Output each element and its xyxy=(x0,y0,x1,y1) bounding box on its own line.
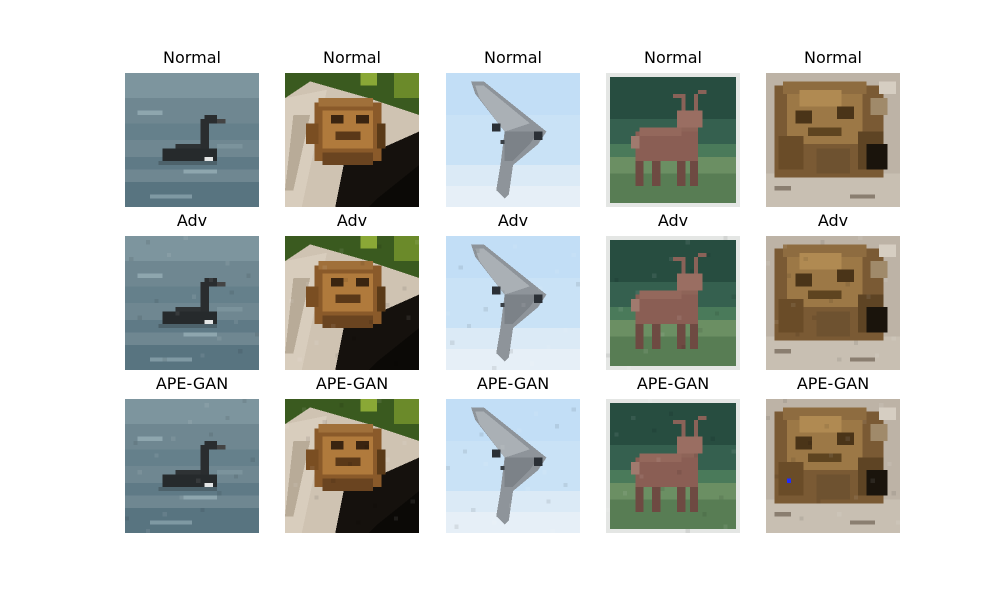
grid-cell-normal-frog-log: Normal xyxy=(285,47,419,207)
grid-cell-ape-gan-deer: APE-GAN xyxy=(606,373,740,533)
bird-image xyxy=(125,73,259,207)
grid-cell-adv-deer: Adv xyxy=(606,210,740,370)
grid-cell-adv-frog-log: Adv xyxy=(285,210,419,370)
grid-cell-adv-frog: Adv xyxy=(766,210,900,370)
frog-log-image xyxy=(285,73,419,207)
grid-cell-normal-deer: Normal xyxy=(606,47,740,207)
frog-image xyxy=(766,399,900,533)
grid-cell-normal-airplane: Normal xyxy=(446,47,580,207)
cell-title: Adv xyxy=(497,211,529,230)
cell-title: Adv xyxy=(657,211,689,230)
grid-cell-adv-bird: Adv xyxy=(125,210,259,370)
cell-title: Normal xyxy=(804,48,862,67)
cell-title: APE-GAN xyxy=(155,374,229,393)
cell-title: APE-GAN xyxy=(796,374,870,393)
airplane-image xyxy=(446,73,580,207)
cell-title: Normal xyxy=(644,48,702,67)
grid-cell-normal-bird: Normal xyxy=(125,47,259,207)
bird-image xyxy=(125,236,259,370)
grid-cell-ape-gan-airplane: APE-GAN xyxy=(446,373,580,533)
cell-title: Adv xyxy=(336,211,368,230)
grid-cell-adv-airplane: Adv xyxy=(446,210,580,370)
cell-title: APE-GAN xyxy=(476,374,550,393)
frog-log-image xyxy=(285,399,419,533)
bird-image xyxy=(125,399,259,533)
cell-title: Normal xyxy=(484,48,542,67)
grid-cell-ape-gan-frog-log: APE-GAN xyxy=(285,373,419,533)
frog-image xyxy=(766,73,900,207)
grid-cell-normal-frog: Normal xyxy=(766,47,900,207)
cell-title: Normal xyxy=(323,48,381,67)
frog-image xyxy=(766,236,900,370)
grid-cell-ape-gan-frog: APE-GAN xyxy=(766,373,900,533)
airplane-image xyxy=(446,236,580,370)
cell-title: Normal xyxy=(163,48,221,67)
cell-title: APE-GAN xyxy=(636,374,710,393)
cell-title: Adv xyxy=(176,211,208,230)
deer-image xyxy=(606,73,740,207)
deer-image xyxy=(606,236,740,370)
frog-log-image xyxy=(285,236,419,370)
cell-title: APE-GAN xyxy=(315,374,389,393)
grid-cell-ape-gan-bird: APE-GAN xyxy=(125,373,259,533)
airplane-image xyxy=(446,399,580,533)
cell-title: Adv xyxy=(817,211,849,230)
deer-image xyxy=(606,399,740,533)
